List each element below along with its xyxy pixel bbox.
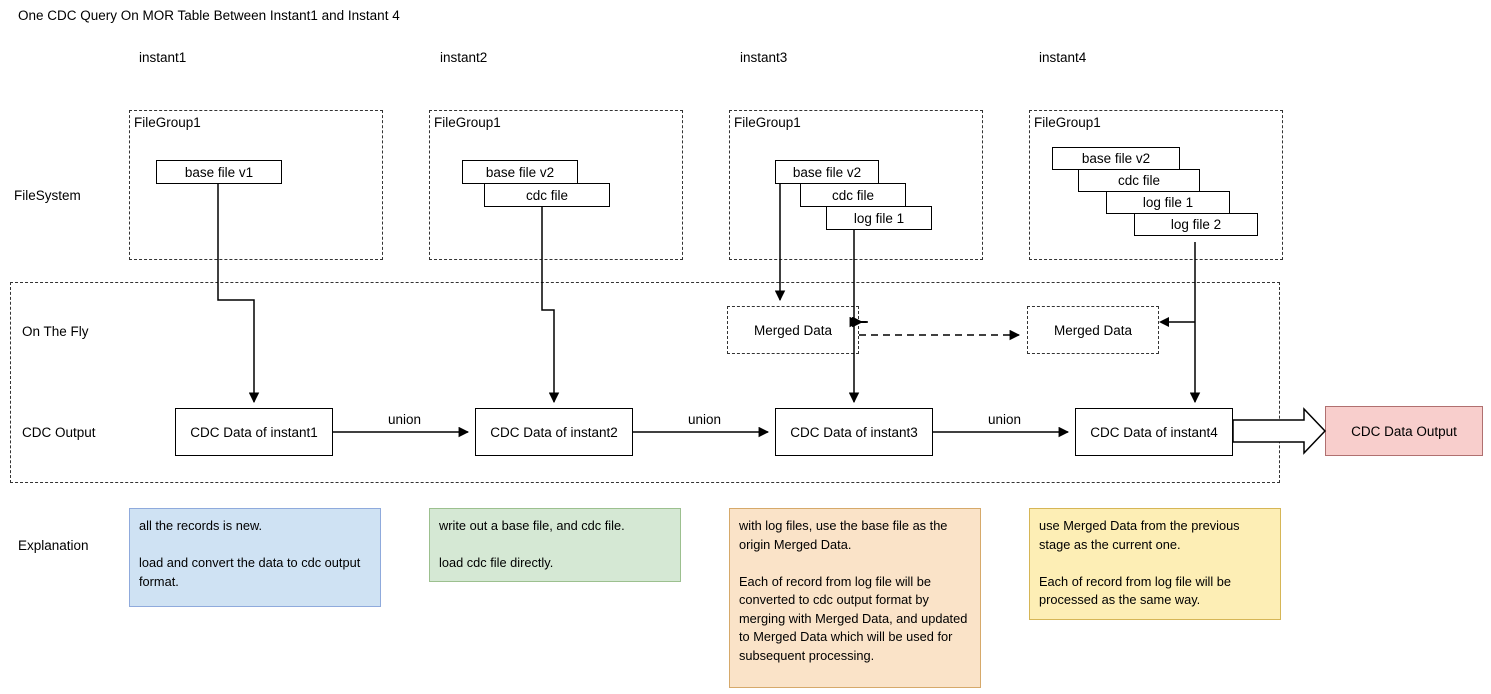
explanation-box-instant2: write out a base file, and cdc file. loa…	[429, 508, 681, 582]
row-label-on-the-fly: On The Fly	[22, 324, 89, 339]
column-header-instant3: instant3	[740, 50, 788, 65]
cdc-data-box-instant2: CDC Data of instant2	[475, 408, 633, 456]
filegroup-title: FileGroup1	[1034, 115, 1101, 130]
cdc-data-box-instant3: CDC Data of instant3	[775, 408, 933, 456]
cdc-data-box-instant1: CDC Data of instant1	[175, 408, 333, 456]
union-label-2: union	[688, 412, 722, 427]
page-title: One CDC Query On MOR Table Between Insta…	[18, 8, 400, 23]
row-label-explanation: Explanation	[18, 538, 89, 553]
filegroup-title: FileGroup1	[734, 115, 801, 130]
file-box-base-file-v2: base file v2	[1052, 147, 1180, 170]
file-box-base-file-v2: base file v2	[462, 160, 578, 184]
filegroup-instant3: FileGroup1 base file v2 cdc file log fil…	[729, 110, 983, 260]
merged-data-box-instant4: Merged Data	[1027, 306, 1159, 354]
file-box-log-file-1: log file 1	[826, 206, 932, 230]
explanation-box-instant3: with log files, use the base file as the…	[729, 508, 981, 688]
file-box-cdc-file: cdc file	[484, 183, 610, 207]
filegroup-instant2: FileGroup1 base file v2 cdc file	[429, 110, 683, 260]
union-label-3: union	[988, 412, 1022, 427]
column-header-instant2: instant2	[440, 50, 488, 65]
cdc-data-output-box: CDC Data Output	[1325, 406, 1483, 456]
file-box-base-file-v2: base file v2	[775, 160, 879, 184]
row-label-filesystem: FileSystem	[14, 188, 81, 203]
filegroup-title: FileGroup1	[134, 115, 201, 130]
filegroup-title: FileGroup1	[434, 115, 501, 130]
cdc-data-box-instant4: CDC Data of instant4	[1075, 408, 1233, 456]
merged-data-box-instant3: Merged Data	[727, 306, 859, 354]
file-box-log-file-1: log file 1	[1106, 191, 1230, 214]
explanation-box-instant4: use Merged Data from the previous stage …	[1029, 508, 1281, 620]
processing-band	[10, 282, 1280, 483]
filegroup-instant4: FileGroup1 base file v2 cdc file log fil…	[1029, 110, 1283, 260]
file-box-cdc-file: cdc file	[1078, 169, 1200, 192]
row-label-cdc-output: CDC Output	[22, 425, 96, 440]
filegroup-instant1: FileGroup1 base file v1	[129, 110, 383, 260]
file-box-base-file-v1: base file v1	[156, 160, 282, 184]
union-label-1: union	[388, 412, 422, 427]
explanation-box-instant1: all the records is new. load and convert…	[129, 508, 381, 607]
file-box-cdc-file: cdc file	[800, 183, 906, 207]
column-header-instant1: instant1	[139, 50, 187, 65]
file-box-log-file-2: log file 2	[1134, 213, 1258, 236]
column-header-instant4: instant4	[1039, 50, 1087, 65]
